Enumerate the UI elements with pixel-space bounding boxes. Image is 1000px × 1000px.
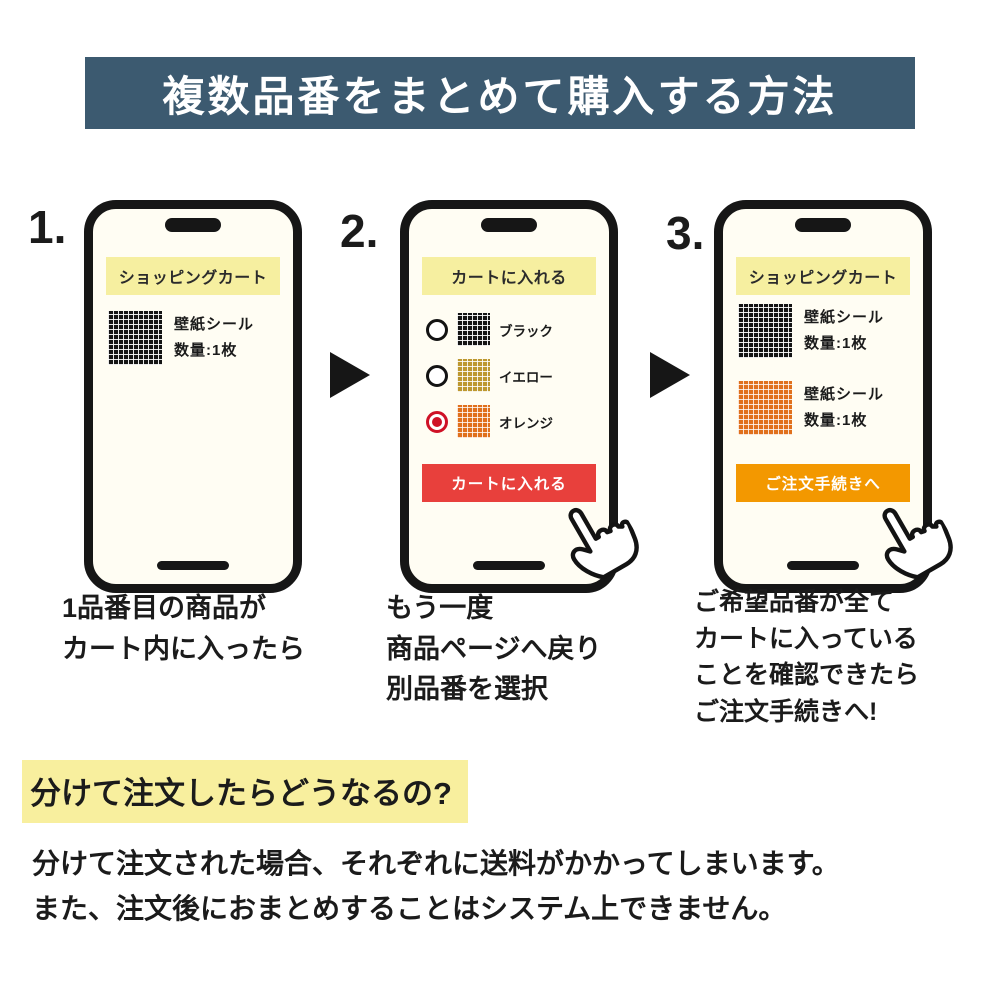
product-qty: 数量:1枚 — [804, 412, 868, 429]
arrow-right-icon — [650, 352, 690, 398]
black-grid-swatch-icon — [738, 304, 792, 358]
home-indicator — [787, 561, 859, 570]
note-body: 分けて注文された場合、それぞれに送料がかかってしまいます。 また、注文後におまと… — [32, 842, 840, 932]
caption-line: 別品番を選択 — [386, 674, 548, 704]
step-2-number: 2. — [340, 205, 379, 257]
checkout-button: ご注文手続きへ — [736, 464, 910, 502]
black-grid-swatch-icon — [108, 311, 162, 365]
page-title: 複数品番をまとめて購入する方法 — [162, 72, 838, 120]
note-heading: 分けて注文したらどうなるの? — [22, 760, 468, 823]
product-name: 壁紙シール — [174, 315, 255, 333]
option-label: オレンジ — [499, 415, 553, 431]
radio-selected-icon — [426, 410, 448, 433]
hand-cursor-icon — [568, 507, 639, 580]
caption-line: 1品番目の商品が — [62, 593, 267, 623]
color-option-yellow: イエロー — [426, 359, 553, 392]
product-qty: 数量:1枚 — [174, 342, 238, 359]
cart-item-row: 壁紙シール 数量:1枚 — [738, 304, 884, 358]
cart-item-text: 壁紙シール 数量:1枚 — [804, 305, 884, 358]
phone-step-3: ショッピングカート 壁紙シール 数量:1枚 壁紙シール 数量:1枚 ご注文手続き… — [714, 200, 953, 593]
phone-step-2: カートに入れる ブラック イエロー オレンジ カートに入れる — [400, 200, 639, 593]
orange-grid-swatch-icon — [457, 405, 490, 438]
product-name: 壁紙シール — [804, 385, 885, 403]
step-1-number: 1. — [28, 201, 67, 253]
caption-line: もう一度 — [386, 593, 494, 623]
home-indicator — [473, 561, 545, 570]
phone-notch — [481, 218, 537, 232]
note-heading-text: 分けて注文したらどうなるの? — [22, 760, 468, 823]
option-label: イエロー — [499, 369, 553, 385]
caption-line: ご希望品番が全て — [694, 588, 895, 616]
caption-line: ご注文手続きへ! — [694, 697, 878, 726]
cart-item-row: 壁紙シール 数量:1枚 — [108, 311, 254, 365]
caption-line: 商品ページへ戻り — [386, 633, 602, 664]
phone-step-1: ショッピングカート 壁紙シール 数量:1枚 — [84, 200, 302, 593]
cart-item-row: 壁紙シール 数量:1枚 — [738, 381, 884, 435]
color-option-black: ブラック — [426, 313, 553, 346]
hand-cursor-icon — [882, 507, 953, 580]
caption-line: カート内に入ったら — [62, 633, 305, 664]
arrow-right-icon — [330, 352, 370, 398]
yellow-grid-swatch-icon — [457, 359, 490, 392]
step-1-caption: 1品番目の商品が カート内に入ったら — [62, 588, 305, 669]
product-name: 壁紙シール — [804, 308, 885, 326]
step-3-number: 3. — [666, 207, 705, 259]
cart-item-text: 壁紙シール 数量:1枚 — [804, 382, 884, 435]
note-body-line: また、注文後におまとめすることはシステム上できません。 — [32, 892, 787, 924]
black-grid-swatch-icon — [457, 313, 490, 346]
color-option-orange: オレンジ — [426, 405, 553, 438]
step-3-caption: ご希望品番が全て カートに入っている ことを確認できたら ご注文手続きへ! — [694, 584, 919, 730]
home-indicator — [157, 561, 229, 570]
caption-line: カートに入っている — [694, 624, 918, 653]
radio-unselected-icon — [426, 318, 448, 341]
radio-unselected-icon — [426, 364, 448, 387]
add-to-cart-header: カートに入れる — [422, 257, 596, 295]
add-to-cart-button: カートに入れる — [422, 464, 596, 502]
option-label: ブラック — [499, 323, 553, 339]
phone-notch — [795, 218, 851, 232]
step-2-caption: もう一度 商品ページへ戻り 別品番を選択 — [386, 588, 601, 710]
shopping-cart-header: ショッピングカート — [106, 257, 280, 295]
phone-notch — [165, 218, 221, 232]
shopping-cart-header: ショッピングカート — [736, 257, 910, 295]
cart-item-text: 壁紙シール 数量:1枚 — [174, 312, 254, 365]
caption-line: ことを確認できたら — [694, 661, 920, 689]
product-qty: 数量:1枚 — [804, 335, 868, 352]
orange-grid-swatch-icon — [738, 381, 792, 435]
page-title-banner: 複数品番をまとめて購入する方法 — [85, 57, 915, 129]
note-body-line: 分けて注文された場合、それぞれに送料がかかってしまいます。 — [32, 848, 840, 879]
